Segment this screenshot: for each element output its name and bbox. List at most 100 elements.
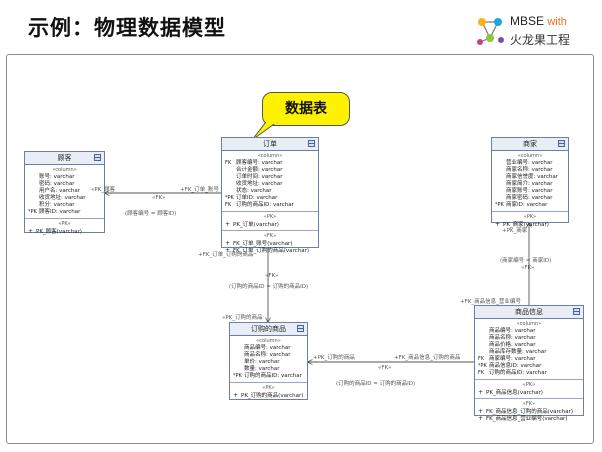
- logo-brand: MBSE with: [510, 14, 567, 28]
- table-icon: [308, 140, 315, 147]
- column: 用户名: varchar: [39, 188, 81, 194]
- column: 商品名称: varchar: [489, 335, 536, 341]
- table-ordered-item[interactable]: 订购的商品 «column» 商品编号: varchar 商品名称: varch…: [229, 322, 308, 400]
- fk-key-marker: FK: [225, 202, 232, 208]
- connector-stereotype: «FK»: [378, 365, 392, 371]
- column: 商品名称: varchar: [244, 352, 291, 358]
- column: 顾客ID: varchar: [39, 209, 81, 215]
- column: 密码: varchar: [39, 181, 75, 187]
- column-stereotype: «column»: [52, 167, 77, 173]
- callout-pointer: [251, 122, 278, 141]
- pk-key-marker: *PK: [28, 209, 37, 215]
- fk-operation: FK_订单_订购的商品(varchar): [233, 248, 309, 254]
- column: 合计金额: varchar: [236, 167, 283, 173]
- connector-end-label: +FK_商品信息_订购的商品: [394, 355, 461, 361]
- column: 账号: varchar: [39, 174, 75, 180]
- connector-mapping: (商家编号 = 商家ID): [500, 258, 552, 264]
- connector-end-label: +PK_商家: [502, 228, 528, 234]
- table-merchant[interactable]: 商家 «column» 营业编号: varchar 商家名称: varchar …: [491, 137, 569, 228]
- connector-stereotype: «FK»: [152, 195, 166, 201]
- column: 顾客编号: varchar: [236, 160, 283, 166]
- column: 商家信誉度: varchar: [506, 174, 559, 180]
- table-product-title: 商品信息: [475, 306, 583, 319]
- table-icon: [573, 308, 580, 315]
- slide-title: 示例：物理数据模型: [28, 16, 226, 40]
- pk-stereotype: «PK»: [523, 214, 537, 220]
- column: 收货地址: varchar: [39, 195, 86, 201]
- table-icon: [558, 140, 565, 147]
- column: 商家账号: varchar: [506, 188, 553, 194]
- connector-end-label: «PK_订购的商品: [222, 315, 263, 321]
- column: 商家编号: varchar: [489, 356, 536, 362]
- table-order-title: 订单: [222, 138, 318, 151]
- column: 营业编号: varchar: [506, 160, 553, 166]
- logo-company-name: 火龙果工程: [510, 33, 571, 47]
- column-stereotype: «column»: [517, 153, 543, 159]
- pk-stereotype: «PK»: [58, 221, 71, 227]
- column: 商家ID: varchar: [506, 202, 548, 208]
- pk-stereotype: «PK»: [262, 385, 275, 391]
- column-stereotype: «column»: [256, 338, 281, 344]
- pk-operation: PK_商品信息(varchar): [486, 390, 543, 396]
- pk-stereotype: «PK»: [522, 382, 536, 388]
- table-ordered-item-title: 订购的商品: [230, 323, 307, 336]
- pk-key-marker: *PK: [495, 202, 504, 208]
- column: 订单时间: varchar: [236, 174, 283, 180]
- connector-end-label: +FK_商品信息_营业编号: [460, 299, 521, 305]
- connector-end-label: «PK_顾客: [91, 187, 116, 193]
- connector-mapping: (顾客编号 = 顾客ID): [125, 211, 177, 217]
- column: 数量: varchar: [244, 366, 280, 372]
- connector-end-label: +PK_订购的商品: [313, 355, 355, 361]
- table-merchant-title: 商家: [492, 138, 568, 151]
- fk-operation: FK_商品信息_订购的商品(varchar): [486, 409, 573, 415]
- fk-stereotype: «FK»: [263, 233, 277, 239]
- column: 订购的商品ID: varchar: [244, 373, 302, 379]
- table-order[interactable]: 订单 «column» FK 顾客编号: varchar 合计金额: varcha…: [221, 137, 319, 254]
- table-icon: [297, 325, 304, 332]
- column-stereotype: «column»: [257, 153, 283, 159]
- table-icon: [94, 154, 101, 161]
- pk-stereotype: «PK»: [263, 214, 277, 220]
- pk-key-marker: *PK: [478, 363, 487, 369]
- column: 收货地址: varchar: [236, 181, 283, 187]
- column: 商品编号: varchar: [244, 345, 291, 351]
- pk-key-marker: *PK: [225, 195, 234, 201]
- column: 状态: varchar: [236, 188, 272, 194]
- logo: MBSE with 火龙果工程: [474, 14, 594, 48]
- column: 商家名称: varchar: [506, 167, 553, 173]
- fk-key-marker: FK: [478, 370, 485, 376]
- pk-operation: PK_商家(varchar): [503, 222, 549, 228]
- column: 商家简介: varchar: [506, 181, 553, 187]
- fk-key-marker: FK: [225, 160, 232, 166]
- column: 积分: varchar: [39, 202, 75, 208]
- table-customer-title: 顾客: [25, 152, 104, 165]
- fk-key-marker: FK: [478, 356, 485, 362]
- column: 商品库存数量: varchar: [489, 349, 547, 355]
- connector-stereotype: «FK»: [521, 265, 535, 271]
- column: 订单ID: varchar: [236, 195, 278, 201]
- connector-stereotype: «FK»: [265, 273, 279, 279]
- connector-end-label: +FK_订单_账号: [180, 187, 219, 193]
- column: 商品编号: varchar: [489, 328, 536, 334]
- pk-key-marker: *PK: [233, 373, 242, 379]
- logo-molecule-icon: [477, 18, 504, 45]
- connector-end-label: +FK_订单_订购的商品: [198, 252, 254, 258]
- pk-operation: PK_订购的商品(varchar): [241, 393, 304, 399]
- column: 商品价格: varchar: [489, 342, 536, 348]
- column: 商品信息ID: varchar: [489, 363, 542, 369]
- connector-mapping: (订购的商品ID = 订购的商品ID): [229, 284, 309, 290]
- fk-stereotype: «FK»: [522, 401, 536, 407]
- data-table-callout: 数据表: [262, 92, 350, 126]
- pk-operation: PK_顾客(varchar): [36, 229, 82, 235]
- column: 订购的商品ID: varchar: [236, 202, 294, 208]
- fk-operation: FK_商品信息_营业编号(varchar): [486, 416, 568, 422]
- connector-mapping: (订购的商品ID = 订购的商品ID): [336, 381, 416, 387]
- table-customer[interactable]: 顾客 «column» 账号: varchar 密码: varchar 用户名:…: [24, 151, 105, 235]
- column: 商家密码: varchar: [506, 195, 553, 201]
- fk-operation: FK_订单_账号(varchar): [233, 241, 293, 247]
- diagram-frame: [6, 54, 594, 444]
- column: 订购的商品ID: varchar: [489, 370, 547, 376]
- table-product[interactable]: 商品信息 «column» 商品编号: varchar 商品名称: varcha…: [474, 305, 584, 422]
- pk-operation: PK_订单(varchar): [233, 222, 279, 228]
